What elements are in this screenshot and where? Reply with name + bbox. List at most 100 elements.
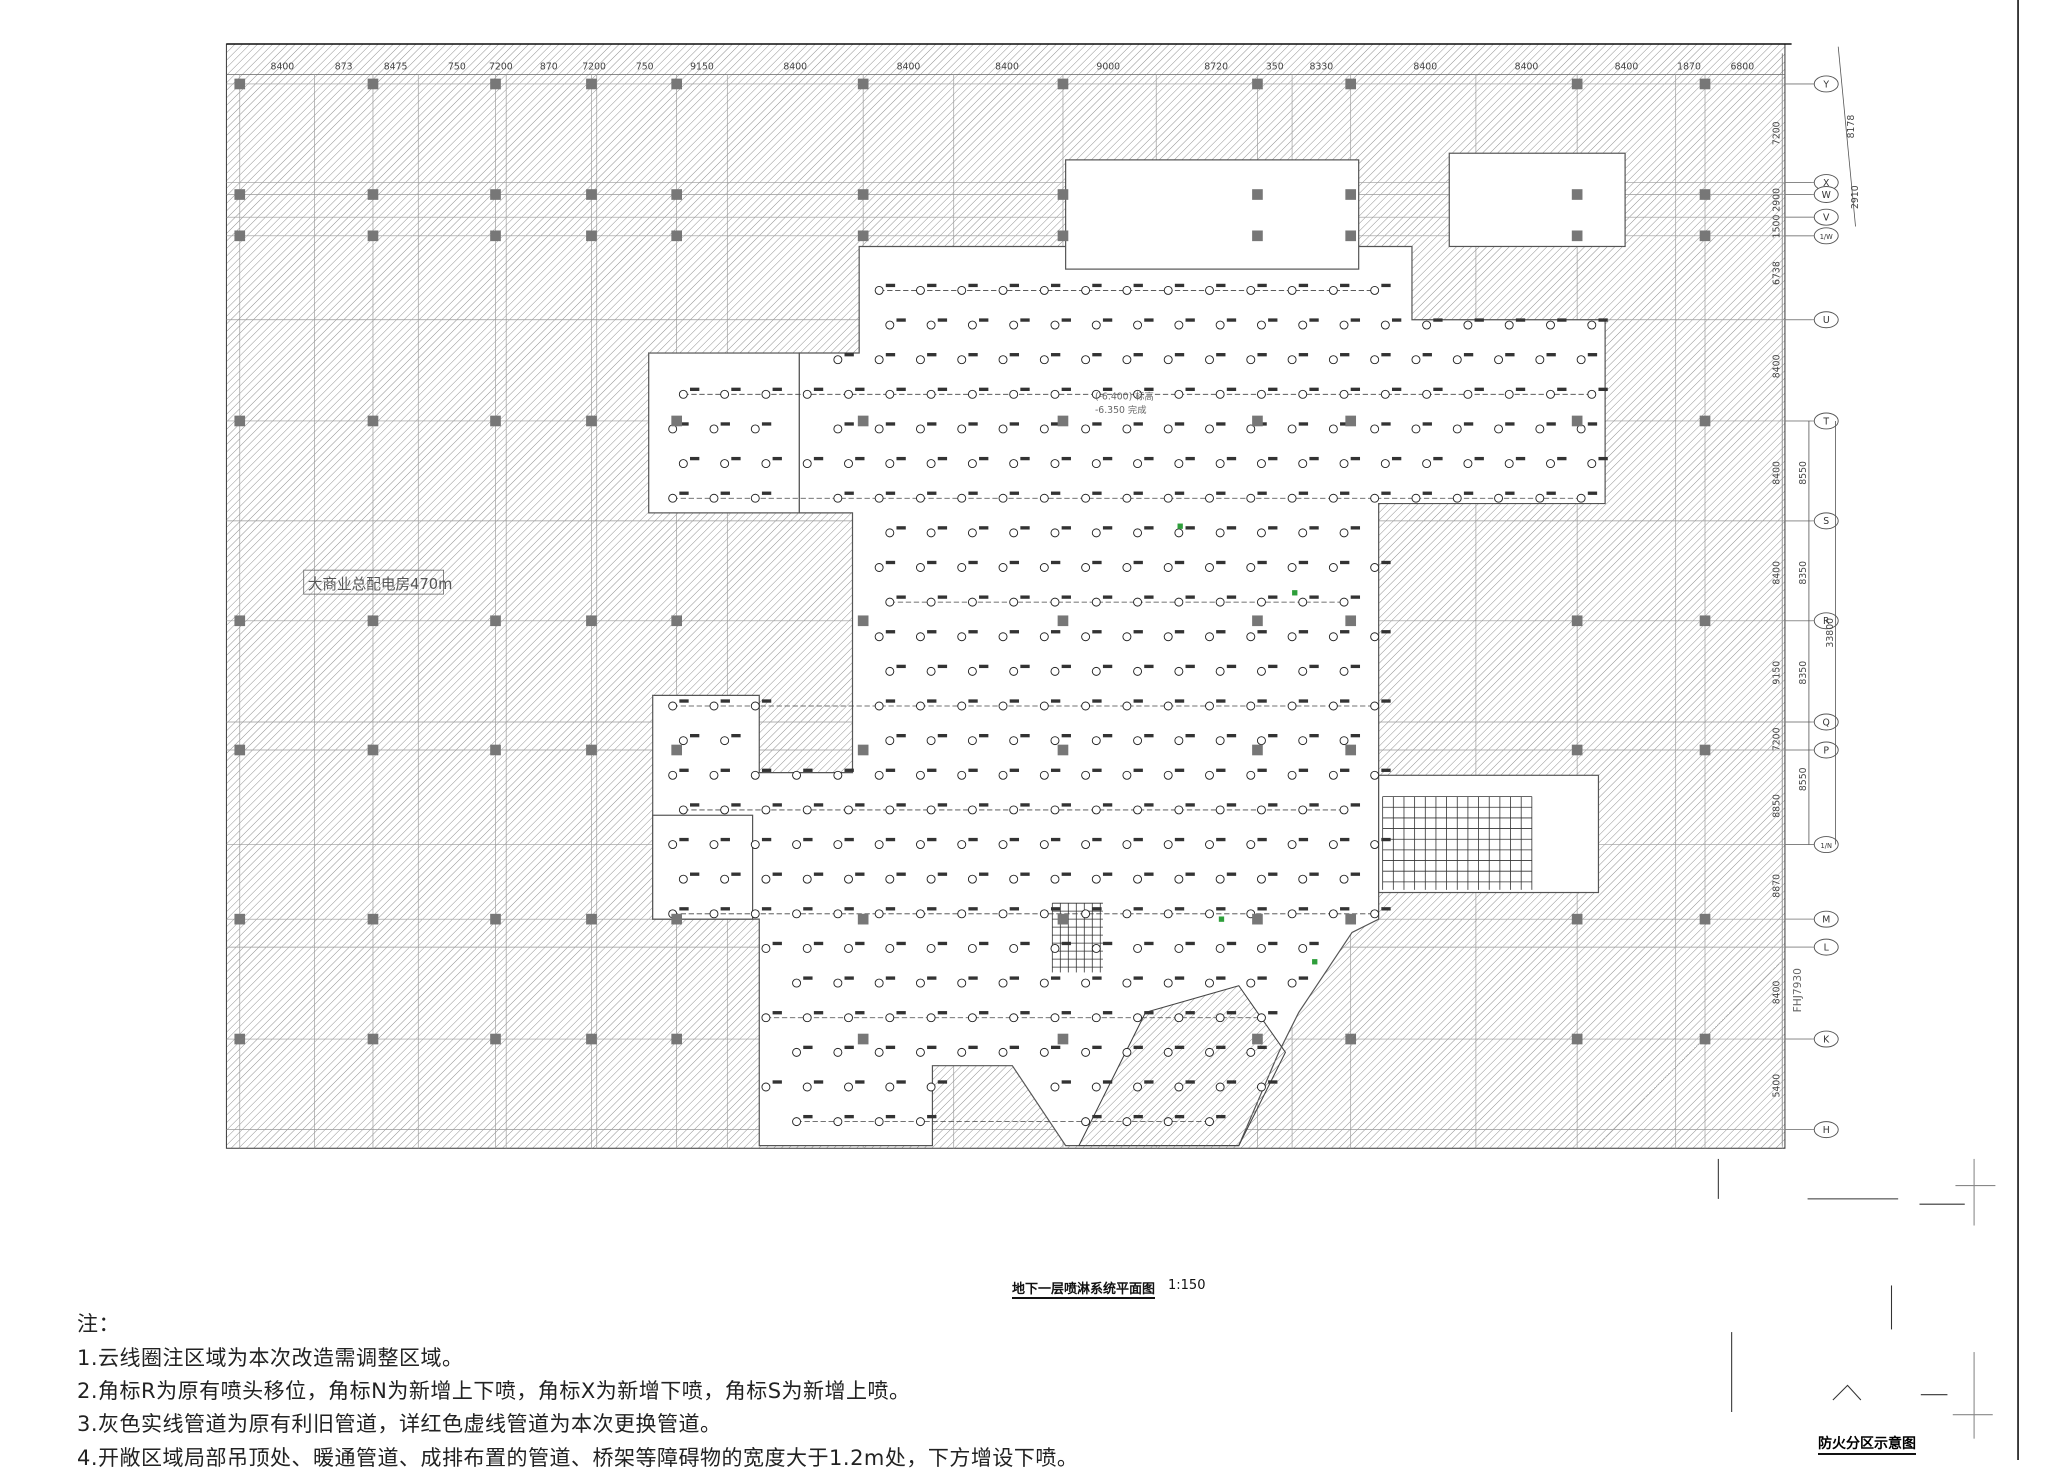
sprinkler-head [1039,978,1049,988]
sprinkler-head [1370,701,1380,711]
pipe-size-tag [803,837,813,842]
sprinkler-head [1504,320,1514,330]
sprinkler-head [957,493,967,503]
pipe-size-tag [1381,768,1391,772]
sprinkler-head [967,459,977,469]
pipe-size-tag [1216,353,1226,357]
pipe-size-tag [937,664,948,669]
pipe-size-tag [1009,768,1020,772]
sprinkler-head [1328,632,1338,642]
pipe-size-tag [1309,318,1319,322]
pipe-size-tag [979,733,989,738]
axis-label: P [1823,745,1829,756]
sprinkler-head [1039,701,1049,711]
sprinkler-head [1009,874,1019,884]
pipe-size-tag [1515,387,1526,391]
sprinkler-head [1256,1082,1266,1092]
sprinkler-head [967,805,977,815]
sprinkler-head [1091,528,1101,538]
pipe-size-tag [1268,803,1278,807]
sprinkler-head [1246,1047,1256,1057]
sprinkler-head [1328,285,1338,295]
sprinkler-head [1122,770,1132,780]
pipe-size-tag [1598,456,1608,461]
sprinkler-head [1122,355,1132,365]
structural-column [671,415,683,427]
pipe-size-tag [1144,456,1154,461]
pipe-size-tag [1268,595,1278,599]
pipe-size-tag [1174,768,1185,772]
pipe-size-tag [896,733,906,738]
sprinkler-head [1380,459,1390,469]
sprinkler-head [1091,1013,1101,1023]
sprinkler-head [1009,597,1019,607]
sprinkler-head [1009,666,1019,676]
pipe-size-tag [679,699,689,703]
sprinkler-head [1163,632,1173,642]
sprinkler-head [1122,424,1132,434]
pipe-size-tag [1050,768,1061,772]
sprinkler-head [1174,736,1184,746]
pipe-size-tag [844,491,854,495]
sprinkler-head [1091,459,1101,469]
pipe-size-tag [803,1114,813,1119]
pipe-size-tag [1061,733,1071,738]
sprinkler-head [833,770,843,780]
sprinkler-head [802,943,812,953]
sprinkler-head [1287,632,1297,642]
sprinkler-head [915,493,925,503]
pipe-size-tag [813,387,824,391]
sprinkler-head [874,493,884,503]
axis-label: V [1823,212,1830,223]
pipe-size-tag [1226,803,1237,807]
structural-column [1345,415,1357,427]
new-sprinkler-marker [1177,523,1183,529]
sprinkler-head [1246,355,1256,365]
sprinkler-head [1535,355,1545,365]
sprinkler-head [1039,1047,1049,1057]
sprinkler-head [1298,389,1308,399]
sprinkler-head [833,1047,843,1057]
sprinkler-head [1050,666,1060,676]
pipe-size-tag [679,837,689,842]
structural-column [1699,1033,1711,1045]
top-dimension-label: 873 [335,61,353,72]
sprinkler-head [1009,459,1019,469]
pipe-size-tag [979,1011,989,1015]
pipe-size-tag [1546,422,1556,426]
sprinkler-head [1339,389,1349,399]
pipe-size-tag [1133,837,1143,842]
pipe-size-tag [1144,1011,1154,1015]
sprinkler-head [885,943,895,953]
right-dimension-label: 5400 [1772,1074,1783,1098]
sprinkler-head [802,805,812,815]
pipe-size-tag [979,318,989,322]
sprinkler-head [915,840,925,850]
sprinkler-head [678,389,688,399]
sprinkler-head [1546,389,1555,399]
sprinkler-head [1050,320,1060,330]
pipe-size-tag [1050,907,1061,911]
pipe-size-tag [1102,1011,1113,1015]
sprinkler-head [998,424,1008,434]
sprinkler-head [1039,632,1049,642]
pipe-size-tag [885,1114,896,1119]
sprinkler-head [802,874,812,884]
pipe-size-tag [1174,560,1185,565]
pipe-size-tag [1257,1045,1267,1050]
sprinkler-head [998,701,1008,711]
pipe-size-tag [1298,837,1309,842]
pipe-size-tag [1216,491,1226,495]
pipe-size-tag [968,699,978,703]
pipe-size-tag [1092,1045,1102,1050]
pipe-size-tag [844,837,854,842]
pipe-size-tag [1350,387,1361,391]
sprinkler-head [1256,666,1266,676]
sprinkler-head [1298,666,1308,676]
sprinkler-head [761,874,771,884]
sprinkler-head [1174,1082,1184,1092]
pipe-size-tag [1174,353,1185,357]
sprinkler-head [1370,909,1380,919]
pipe-size-tag [927,837,937,842]
axis-bubble [1813,836,1839,854]
